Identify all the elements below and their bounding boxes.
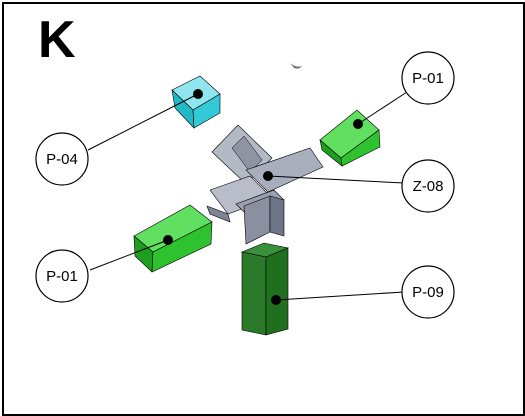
- callout-label: P-09: [412, 284, 444, 301]
- callout-p09: P-09: [401, 265, 455, 319]
- callout-p01-lower: P-01: [35, 249, 89, 303]
- green-post: [240, 242, 290, 336]
- callout-label: P-01: [412, 70, 444, 87]
- callout-p01-upper: P-01: [401, 51, 455, 105]
- callout-p04: P-04: [35, 132, 89, 186]
- panel-letter: K: [38, 11, 76, 69]
- callout-label: Z-08: [413, 178, 444, 195]
- callout-label: P-04: [46, 151, 78, 168]
- cyan-end-cap: [171, 75, 221, 129]
- leader-dots: [163, 89, 363, 305]
- grey-cross-connector: [206, 124, 324, 245]
- green-cap-upper-right: [319, 109, 381, 167]
- green-cap-lower-left: [133, 204, 213, 273]
- leader-lines: [87, 91, 408, 301]
- stray-mark: [290, 63, 302, 69]
- callout-label: P-01: [46, 268, 78, 285]
- callout-z08: Z-08: [401, 159, 455, 213]
